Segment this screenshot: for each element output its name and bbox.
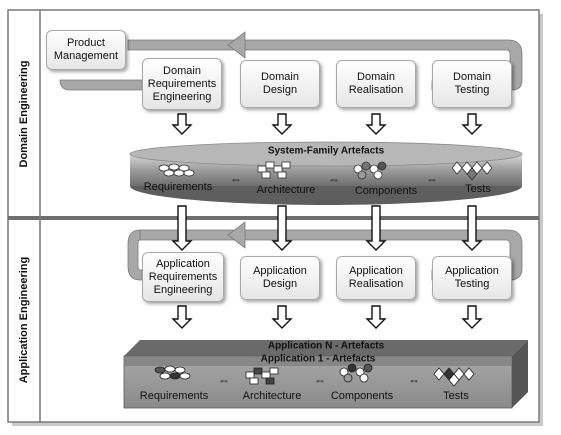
down-arrow-application-to-artefacts	[365, 305, 387, 329]
domain-artefact-components: Components	[354, 185, 418, 197]
application-tests-icon	[433, 367, 475, 387]
application-loop-arrowhead	[227, 221, 246, 249]
application-architecture-icon	[245, 367, 279, 385]
domain-architecture-icon	[257, 161, 291, 179]
application-design-box[interactable]: Application Design	[240, 256, 320, 300]
domain-artefact-architecture: Architecture	[256, 184, 316, 196]
down-arrow-domain-to-artefacts	[271, 113, 293, 135]
domain-design-box[interactable]: Domain Design	[240, 60, 320, 108]
domain-artefact-requirements: Requirements	[143, 181, 213, 193]
down-arrow-domain-to-application	[365, 205, 387, 251]
application-artefact-components: Components	[330, 390, 394, 402]
domain-testing-box[interactable]: Domain Testing	[432, 60, 512, 108]
section-label-application: Application Engineering	[18, 256, 30, 384]
domain-loop-arrowhead	[227, 31, 246, 59]
application-n-artefacts-title: Application N - Artefacts	[267, 340, 385, 352]
application-testing-box[interactable]: Application Testing	[432, 256, 512, 300]
domain-artefacts-title: System-Family Artefacts	[267, 145, 385, 157]
application-artefact-tests: Tests	[443, 390, 469, 402]
down-arrow-application-to-artefacts	[171, 305, 193, 329]
down-arrow-domain-to-artefacts	[171, 113, 193, 135]
down-arrow-domain-to-artefacts	[365, 113, 387, 135]
domain-artefact-tests: Tests	[465, 183, 491, 195]
down-arrow-domain-to-application	[271, 205, 293, 251]
application-realisation-box[interactable]: Application Realisation	[336, 256, 416, 300]
domain-requirements-box[interactable]: Domain Requirements Engineering	[142, 58, 222, 110]
section-divider	[8, 216, 539, 220]
bidirectional-arrow: ⇔	[328, 172, 340, 186]
domain-components-icon	[353, 161, 387, 180]
product-management-box[interactable]: Product Management	[46, 30, 126, 70]
down-arrow-application-to-artefacts	[271, 305, 293, 329]
application-requirements-icon	[154, 365, 191, 380]
down-arrow-application-to-artefacts	[461, 305, 483, 329]
application-1-artefacts-title: Application 1 - Artefacts	[260, 353, 376, 365]
down-arrow-domain-to-application	[171, 205, 193, 251]
domain-requirements-icon	[158, 163, 195, 177]
down-arrow-domain-to-application	[461, 205, 483, 251]
application-artefact-requirements: Requirements	[139, 390, 209, 402]
bidirectional-arrow: ⇔	[230, 172, 242, 186]
bidirectional-arrow: ⇔	[218, 373, 230, 387]
bidirectional-arrow: ⇔	[408, 373, 420, 387]
domain-realisation-box[interactable]: Domain Realisation	[336, 60, 416, 108]
application-artefacts-slab	[123, 340, 528, 409]
bidirectional-arrow: ⇔	[426, 172, 438, 186]
application-components-icon	[339, 363, 373, 383]
application-requirements-box[interactable]: Application Requirements Engineering	[142, 252, 224, 302]
application-artefact-architecture: Architecture	[242, 390, 302, 402]
down-arrow-domain-to-artefacts	[461, 113, 483, 135]
bidirectional-arrow: ⇔	[314, 373, 326, 387]
down-arrows	[171, 113, 483, 329]
section-label-domain: Domain Engineering	[18, 60, 30, 168]
domain-tests-icon	[451, 161, 493, 181]
